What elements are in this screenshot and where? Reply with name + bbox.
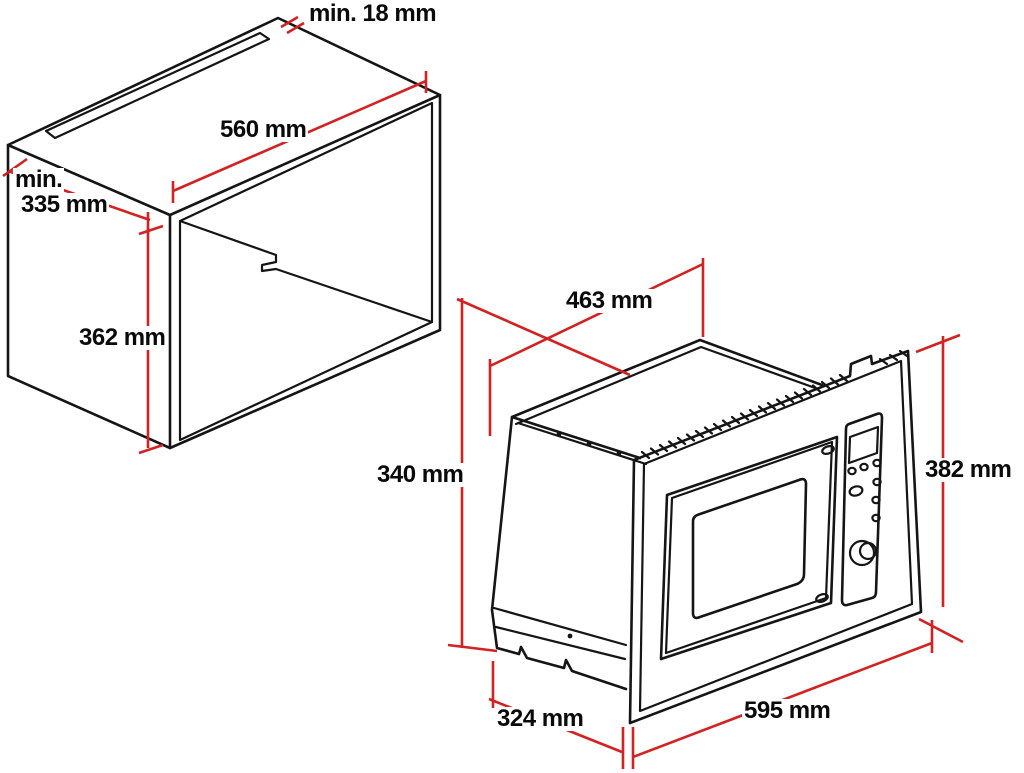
rotary-knob <box>848 539 878 567</box>
niche-interior-back-wall <box>178 219 434 324</box>
dim-line-body-width-463 <box>456 258 705 436</box>
button-4 <box>872 477 882 487</box>
dim-label-frame-width: 595 mm <box>742 697 833 724</box>
oven-trim-frame-inner <box>638 359 914 713</box>
dim-label-body-width: 463 mm <box>564 287 655 314</box>
button-1 <box>847 466 857 476</box>
dim-label-body-depth: 324 mm <box>495 705 586 732</box>
top-screw-1 <box>556 431 562 437</box>
oven-left-side <box>490 415 628 691</box>
oven-door <box>659 435 839 661</box>
dim-label-frame-height: 382 mm <box>923 456 1014 483</box>
dim-label-niche-width: 560 mm <box>218 116 309 143</box>
side-screw <box>567 633 573 639</box>
niche-left-face <box>6 143 172 450</box>
oven-trim-frame <box>628 349 923 725</box>
vent-slot <box>44 31 271 140</box>
button-3 <box>872 458 882 468</box>
top-screw-3 <box>616 450 622 456</box>
door-window <box>691 477 808 620</box>
button-6 <box>871 513 881 523</box>
dim-line-frame-height-382 <box>915 333 964 644</box>
oven-top-face <box>510 338 824 460</box>
oven-dimension-lines <box>447 258 964 769</box>
knob-inner <box>858 541 878 561</box>
niche-front-edges <box>168 93 442 450</box>
oven-door-inner <box>664 440 834 655</box>
dim-label-body-height: 340 mm <box>375 461 466 488</box>
dim-line-frame-width-595 <box>621 620 934 769</box>
top-screw-2 <box>586 441 592 447</box>
dim-label-niche-height: 362 mm <box>77 324 168 351</box>
display <box>847 425 880 465</box>
door-hinge-top <box>821 445 835 455</box>
vent-hatching <box>640 349 909 460</box>
oven-drawing <box>490 338 923 725</box>
control-panel-outline <box>840 412 884 607</box>
dim-label-vent-gap: min. 18 mm <box>307 0 439 27</box>
control-buttons <box>847 458 882 523</box>
button-pill <box>848 485 864 497</box>
knob-outer <box>848 539 876 567</box>
door-hinge-bottom <box>815 593 829 603</box>
dim-label-niche-depth-line2: 335 mm <box>19 191 110 218</box>
niche-drawing <box>6 16 442 450</box>
control-panel <box>840 412 884 607</box>
dim-line-vent-gap <box>280 15 305 35</box>
button-2 <box>859 462 869 472</box>
niche-dimension-lines <box>2 15 428 455</box>
oven-top-face-rim <box>514 345 820 466</box>
dim-label-niche-depth-line1: min. <box>13 166 65 193</box>
button-5 <box>871 495 881 505</box>
oven-left-side-seams <box>492 606 628 661</box>
